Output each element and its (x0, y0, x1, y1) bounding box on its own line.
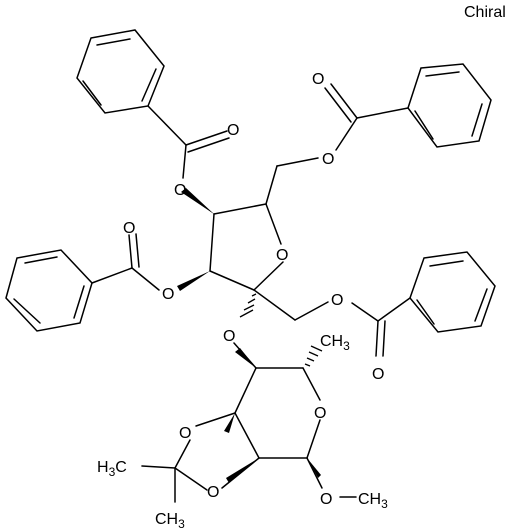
benzene-ring-b (407, 63, 492, 148)
pyranose-ring (234, 367, 321, 459)
benzoyl-ester-d (351, 297, 411, 357)
benzene-ring-a (76, 29, 165, 114)
atom-o-carbonyl-left: O (123, 220, 135, 237)
methoxy-group (306, 457, 357, 498)
atom-o-acetal-bottom: O (207, 484, 219, 501)
atom-o-acetal-top: O (179, 425, 191, 442)
group-methyl-acetal-left: H3C (97, 459, 127, 479)
atom-o-ester-top: O (174, 182, 186, 199)
group-methyl-acetal-bottom: CH3 (155, 511, 185, 531)
c6-methyl-bond (304, 345, 323, 367)
furanose-ring (209, 203, 284, 291)
benzoyl-ester-a (147, 105, 230, 179)
group-methyl-methoxy: CH3 (358, 491, 388, 511)
stereo-bonds-furanose (177, 188, 257, 318)
furanose-ch2-bottom (253, 289, 329, 321)
atom-o-methoxy: O (320, 491, 332, 508)
atom-o-ring-pyranose: O (314, 405, 326, 422)
atom-o-glycosidic: O (223, 328, 235, 345)
atom-o-ester-right-top: O (322, 151, 334, 168)
atom-o-carbonyl-right-bottom: O (372, 366, 384, 383)
benzoyl-ester-b (324, 83, 409, 151)
atom-o-ring-furanose: O (276, 247, 288, 264)
benzene-ring-d (409, 251, 496, 333)
benzene-ring-c (5, 249, 93, 332)
group-methyl-c6: CH3 (320, 333, 350, 353)
chirality-label: Chiral (464, 4, 506, 21)
atom-o-carbonyl-top: O (227, 122, 239, 139)
atom-o-ester-left: O (162, 286, 174, 303)
benzoyl-ester-c (91, 233, 160, 291)
atom-o-ester-right-bottom: O (331, 292, 343, 309)
isopropylidene-acetal (141, 412, 260, 503)
furanose-ch2-top (265, 157, 319, 205)
atom-o-carbonyl-right-top: O (312, 71, 324, 88)
